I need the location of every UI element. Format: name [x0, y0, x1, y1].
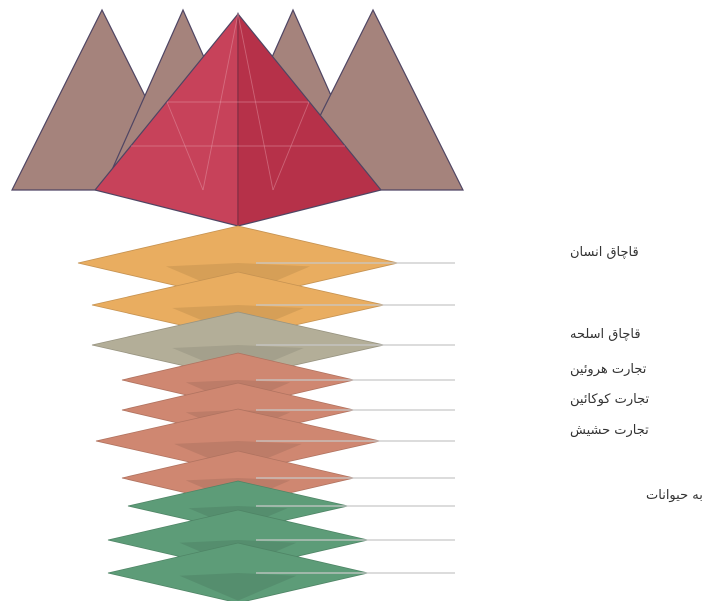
pyramid-group — [12, 10, 463, 226]
layer-label-8: جرایم مربوط به حیوانات — [646, 488, 707, 503]
layer-label-5: تجارت کوکائین — [570, 392, 649, 407]
layer-label-6: تجارت حشیش — [570, 423, 649, 438]
layer-label-1: قاچاق انسان — [570, 245, 639, 260]
layer-label-4: تجارت هروئین — [570, 362, 647, 377]
layer-label-3: قاچاق اسلحه — [570, 327, 641, 342]
layer-stack — [78, 226, 398, 601]
